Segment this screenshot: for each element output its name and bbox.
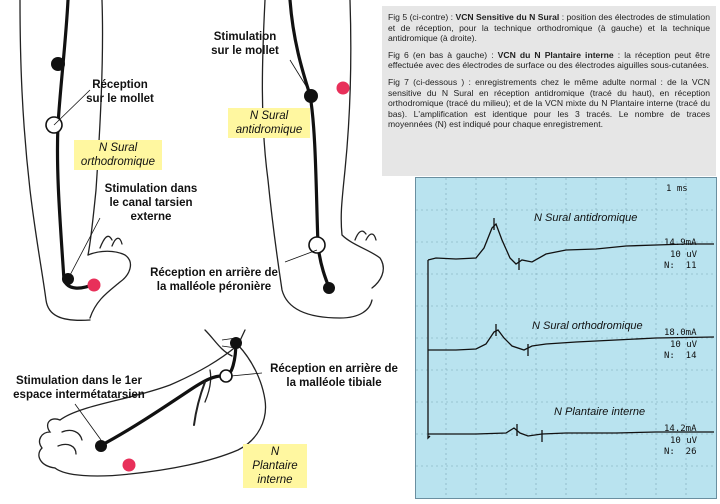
trace1-latency: 14.9mA <box>664 238 697 248</box>
caption-fig7: Fig 7 (ci-dessous ) : enregistrements ch… <box>388 76 711 130</box>
trace3-gain: 10 uV <box>670 436 698 446</box>
electrode-black-bottom-1 <box>230 337 242 349</box>
trace1-title: N Sural antidromique <box>534 212 638 224</box>
electrode-white-bottom <box>219 369 233 383</box>
trace2-title: N Sural orthodromique <box>532 320 643 332</box>
caption-fig6: Fig 6 (en bas à gauche) : VCN du N Plant… <box>388 49 710 71</box>
stimulus-artifact <box>427 260 431 440</box>
left-foot-outline <box>87 250 132 319</box>
stim-dot-bottom <box>122 458 136 472</box>
trace-sural-antidromique <box>427 222 714 265</box>
recording-traces <box>416 178 716 498</box>
electrode-black-right-2 <box>323 282 335 294</box>
electrode-black-left-1 <box>51 57 65 71</box>
left-sural-nerve <box>55 0 97 290</box>
trace2-latency: 18.0mA <box>664 328 697 338</box>
right-leg-outline <box>261 0 373 319</box>
trace2-n: N: 14 <box>664 351 697 361</box>
electrode-black-bottom-2 <box>95 440 107 452</box>
trace1-n: N: 11 <box>664 261 697 271</box>
figure-caption: Fig 5 (ci-contre) : VCN Sensitive du N S… <box>382 6 716 176</box>
caption-fig5: Fig 5 (ci-contre) : VCN Sensitive du N S… <box>388 12 710 44</box>
bottom-foot-outline <box>59 329 246 421</box>
trace3-latency: 14.2mA <box>664 424 697 434</box>
trace-plantaire-interne <box>428 427 714 437</box>
trace2-gain: 10 uV <box>670 340 698 350</box>
emg-recording-panel: 1 ms N Sural antidromique 14.9mA 10 uV N… <box>415 177 717 499</box>
stim-dot-right <box>336 81 350 95</box>
trace1-gain: 10 uV <box>670 250 698 260</box>
stim-dot-left <box>87 278 101 292</box>
left-leg-outline <box>19 0 91 321</box>
trace3-n: N: 26 <box>664 447 697 457</box>
trace-sural-orthodromique <box>428 329 715 351</box>
plantar-nerve <box>98 338 238 448</box>
right-sural-nerve <box>288 0 332 292</box>
trace3-title: N Plantaire interne <box>554 406 646 418</box>
timebase-label: 1 ms <box>666 184 688 194</box>
electrode-white-right <box>308 236 326 254</box>
electrode-black-right-1 <box>304 89 318 103</box>
